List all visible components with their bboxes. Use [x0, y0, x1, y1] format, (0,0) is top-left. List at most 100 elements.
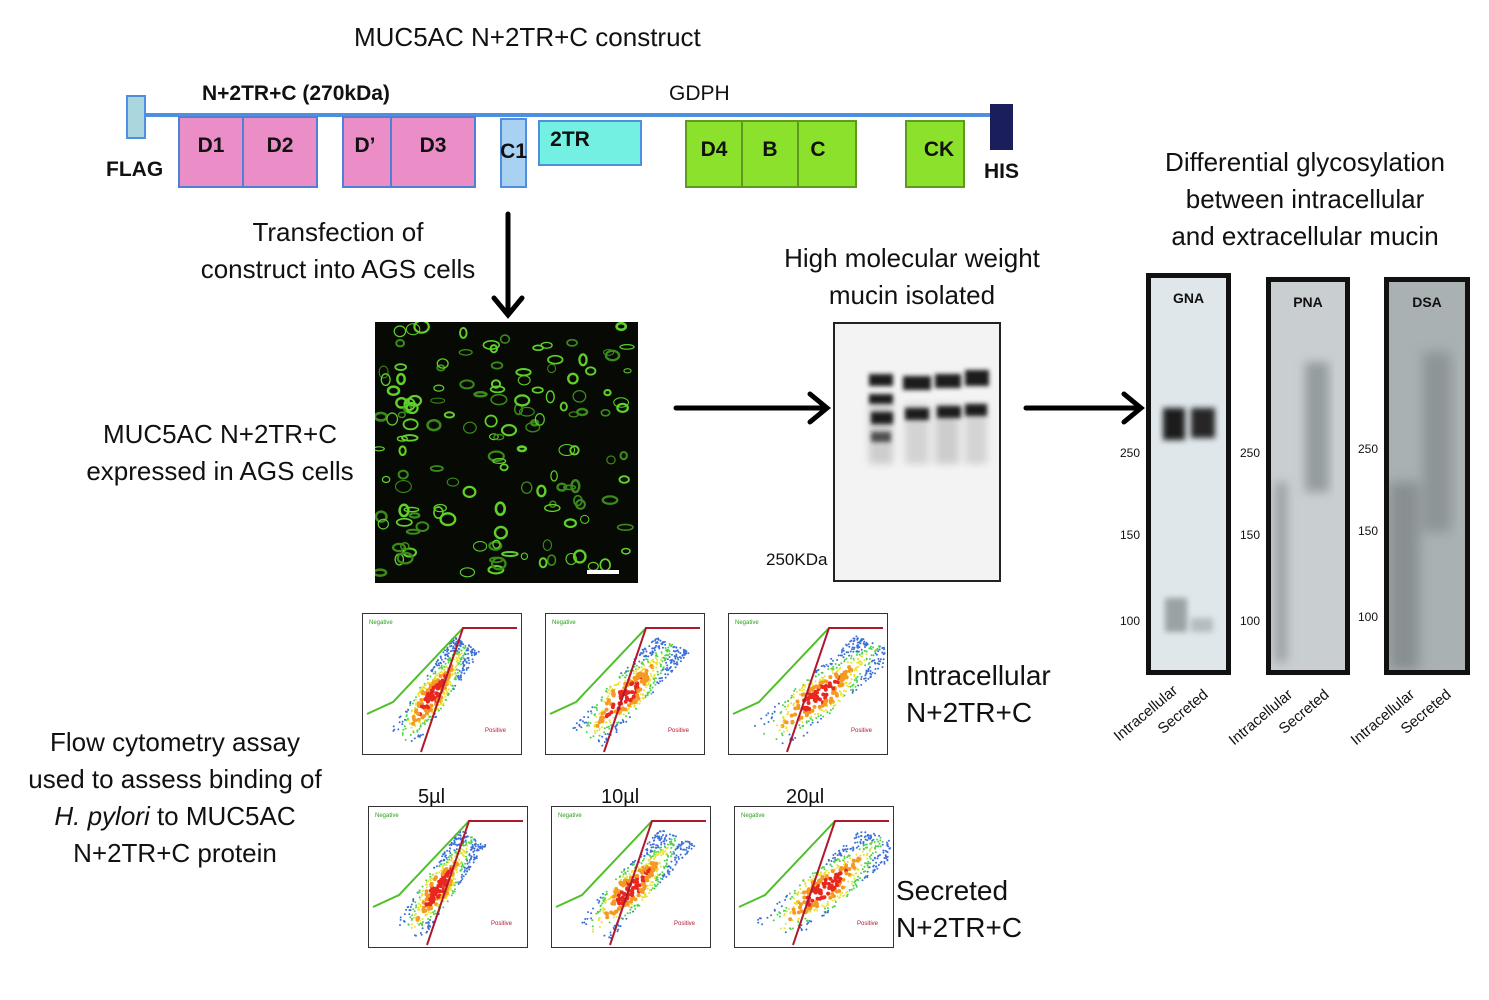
flow-event [871, 852, 874, 855]
flow-event [809, 910, 812, 913]
flow-event [590, 917, 593, 920]
flow-event [846, 848, 849, 851]
flow-event [829, 709, 832, 711]
flow-event [861, 652, 864, 655]
flow-event [840, 692, 843, 694]
flow-event [789, 910, 792, 913]
flow-event [862, 870, 865, 873]
flow-event [836, 854, 839, 857]
flow-event [464, 862, 466, 865]
flow-event [665, 649, 668, 652]
flow-event [607, 898, 610, 901]
flow-event [856, 638, 859, 641]
flow-event [885, 841, 888, 844]
flow-event [425, 879, 428, 882]
flow-event [785, 906, 788, 909]
flow-event [811, 903, 816, 907]
flow-event [846, 661, 849, 664]
flow-event [622, 713, 625, 716]
flow-event [851, 882, 854, 885]
stained-cell [439, 512, 457, 527]
flow-event [472, 661, 474, 663]
flow-event [450, 853, 453, 856]
flow-event [679, 853, 682, 856]
flow-event [635, 874, 640, 878]
flow-event [415, 702, 417, 705]
domain-d3: D3 [390, 116, 476, 188]
flow-event [776, 724, 778, 727]
stained-cell [430, 397, 446, 404]
flow-event [632, 698, 637, 703]
flow-event [679, 646, 682, 649]
flow-event [848, 654, 851, 657]
flow-event [669, 842, 672, 845]
stained-cell [394, 363, 408, 371]
flow-event [440, 859, 443, 862]
flow-event [591, 930, 594, 933]
negative-gate [549, 627, 647, 715]
flow-event [653, 887, 656, 890]
flow-event [872, 646, 875, 649]
flow-event [604, 893, 607, 896]
flow-event [616, 893, 621, 898]
flow-event [449, 681, 451, 684]
negative-gate [555, 820, 653, 908]
stained-cell [381, 475, 391, 484]
flow-event [849, 685, 852, 688]
flow-event [834, 852, 837, 855]
flow-event [446, 849, 449, 852]
flow-event [654, 834, 657, 837]
stained-cell [446, 477, 460, 487]
flow-event [618, 876, 621, 878]
flow-event [640, 669, 643, 672]
stained-cell [516, 445, 528, 453]
flow-event [627, 703, 632, 708]
flow-event [633, 861, 635, 864]
flow-event [623, 869, 625, 872]
flow-event [628, 873, 631, 876]
flow-event [416, 730, 419, 733]
flow-event [864, 838, 867, 841]
flow-event [843, 673, 848, 678]
flow-event [479, 843, 482, 845]
flow-event [464, 644, 467, 647]
flow-event [649, 685, 652, 688]
flow-event [846, 860, 849, 863]
flow-event [421, 918, 424, 921]
flow-event [889, 847, 891, 850]
flow-event [409, 906, 412, 908]
gna-marker-150: 150 [1120, 528, 1141, 542]
flow-event [871, 671, 874, 674]
flow-event [824, 873, 827, 876]
flow-event [869, 675, 872, 678]
flow-event [792, 897, 795, 900]
flow-event [860, 834, 863, 837]
flow-event [656, 883, 659, 886]
flow-event [413, 910, 416, 913]
flow-event [782, 716, 784, 719]
stained-cell [398, 445, 407, 457]
flow-event [771, 716, 773, 719]
flow-event [424, 687, 427, 690]
flow-event [636, 688, 641, 693]
flow-event [421, 733, 424, 736]
flow-event [757, 921, 760, 924]
flow-event [838, 896, 841, 899]
flow-event [399, 924, 401, 926]
flow-event [420, 933, 423, 936]
stained-cell [606, 455, 616, 465]
stained-cell [459, 567, 476, 578]
flow-event [838, 700, 841, 703]
domain-c: C [797, 120, 857, 188]
flow-event [453, 678, 456, 680]
flow-event [658, 830, 661, 833]
flow-event [670, 846, 673, 849]
flow-event [640, 662, 643, 665]
flow-event [822, 664, 825, 667]
flow-event [668, 652, 671, 655]
flow-event [588, 724, 590, 727]
flow-event [464, 839, 467, 842]
stained-cell [547, 363, 557, 374]
